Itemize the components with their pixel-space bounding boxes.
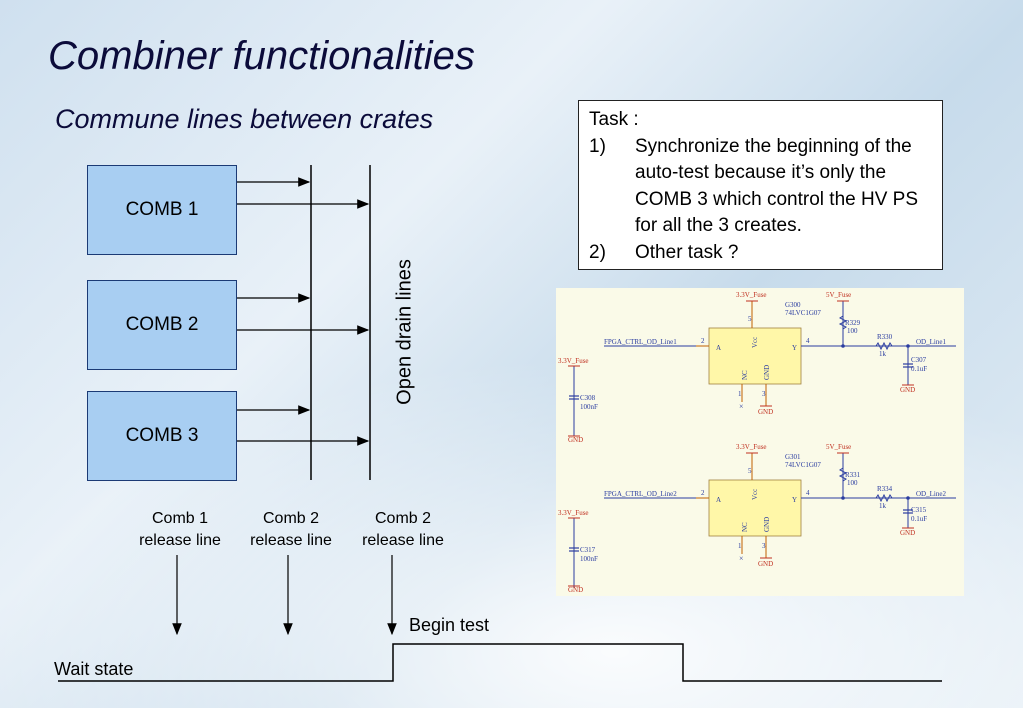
release-label-line2: release line (250, 532, 332, 549)
resistor-ref: R334 (877, 485, 893, 493)
input-net-label: FPGA_CTRL_OD_Line2 (604, 490, 677, 498)
comb3-box: COMB 3 (87, 391, 237, 481)
gnd-label: GND (900, 529, 915, 537)
pin-label: A (716, 496, 721, 504)
fuse-label: 3.3V_Fuse (736, 291, 767, 299)
pin-number: 4 (806, 489, 810, 497)
pin-label: Y (792, 496, 797, 504)
resistor-value: 100 (847, 479, 858, 487)
task-item-text: Synchronize the beginning of the auto-te… (635, 135, 918, 237)
release-label-line1: Comb 2 (262, 510, 320, 527)
capacitor-ref: C315 (911, 506, 927, 514)
resistor-ref: R331 (845, 471, 861, 479)
pin-number: 4 (806, 337, 810, 345)
pin-label: A (716, 344, 721, 352)
svg-text:×: × (739, 402, 744, 411)
pin-label: Vcc (751, 337, 759, 348)
gnd-label: GND (758, 408, 773, 416)
slide-title: Combiner functionalities (48, 34, 475, 78)
comb2-box: COMB 2 (87, 280, 237, 370)
schematic-block-1: × 3.3V_Fuse 5V_Fuse G300 74LVC1G07 FPGA_… (558, 291, 956, 444)
output-net-label: OD_Line1 (916, 338, 946, 346)
schematic-panel: × 3.3V_Fuse 5V_Fuse G300 74LVC1G07 FPGA_… (556, 288, 964, 596)
task-item-text: Other task ? (635, 241, 739, 263)
capacitor-value: 0.1uF (911, 515, 927, 523)
resistor-value: 1k (879, 350, 887, 358)
release-label-line2: release line (362, 532, 444, 549)
pin-number: 2 (701, 489, 705, 497)
fuse-label: 5V_Fuse (826, 443, 851, 451)
ic-part: 74LVC1G07 (785, 461, 821, 469)
capacitor-ref: C308 (580, 394, 596, 402)
capacitor-ref: C317 (580, 546, 596, 554)
gnd-label: GND (900, 386, 915, 394)
schematic-drawing: × 3.3V_Fuse 5V_Fuse G300 74LVC1G07 FPGA_… (558, 291, 956, 594)
input-net-label: FPGA_CTRL_OD_Line1 (604, 338, 677, 346)
release-label-line1: Comb 1 (151, 510, 209, 527)
gnd-label: GND (758, 560, 773, 568)
release-label-comb1: Comb 1 release line (125, 508, 235, 552)
task-item-number: 1) (589, 135, 606, 157)
task-item-1: 1) Synchronize the beginning of the auto… (589, 134, 932, 240)
ic-ref: G301 (785, 453, 801, 461)
ic-part: 74LVC1G07 (785, 309, 821, 317)
task-item-number: 2) (589, 241, 606, 263)
open-drain-label: Open drain lines (393, 259, 416, 405)
fuse-label: 3.3V_Fuse (558, 509, 589, 517)
release-label-comb2: Comb 2 release line (236, 508, 346, 552)
fuse-label: 3.3V_Fuse (558, 357, 589, 365)
capacitor-value: 0.1uF (911, 365, 927, 373)
timing-waveform (58, 643, 942, 682)
fuse-label: 5V_Fuse (826, 291, 851, 299)
pin-number: 1 (738, 390, 742, 398)
pin-label: NC (741, 522, 749, 532)
pin-label: Vcc (751, 489, 759, 500)
pin-number: 3 (762, 390, 766, 398)
pin-number: 5 (748, 315, 752, 323)
fuse-label: 3.3V_Fuse (736, 443, 767, 451)
task-box: Task : 1) Synchronize the beginning of t… (578, 100, 943, 270)
pin-number: 5 (748, 467, 752, 475)
pin-number: 2 (701, 337, 705, 345)
pin-label: NC (741, 370, 749, 380)
pin-label: Y (792, 344, 797, 352)
svg-text:×: × (739, 554, 744, 563)
gnd-label: GND (568, 586, 583, 594)
pin-number: 3 (762, 542, 766, 550)
comb1-box: COMB 1 (87, 165, 237, 255)
resistor-ref: R330 (877, 333, 893, 341)
pin-number: 1 (738, 542, 742, 550)
task-item-2: 2) Other task ? (589, 240, 932, 267)
wait-state-label: Wait state (54, 659, 134, 679)
begin-test-label: Begin test (409, 615, 490, 635)
pin-label: GND (763, 365, 771, 380)
capacitor-ref: C307 (911, 356, 927, 364)
release-label-line2: release line (139, 532, 221, 549)
gnd-label: GND (568, 436, 583, 444)
ic-ref: G300 (785, 301, 801, 309)
capacitor-value: 100nF (580, 555, 598, 563)
schematic-block-2: × 3.3V_Fuse 5V_Fuse G301 74LVC1G07 FPGA_… (558, 443, 956, 594)
pin-label: GND (763, 517, 771, 532)
release-label-line1: Comb 2 (374, 510, 432, 527)
resistor-value: 100 (847, 327, 858, 335)
output-net-label: OD_Line2 (916, 490, 946, 498)
resistor-ref: R329 (845, 319, 861, 327)
slide-subtitle: Commune lines between crates (55, 104, 434, 134)
release-label-comb3: Comb 2 release line (348, 508, 458, 552)
task-heading: Task : (589, 109, 639, 130)
capacitor-value: 100nF (580, 403, 598, 411)
resistor-value: 1k (879, 502, 887, 510)
